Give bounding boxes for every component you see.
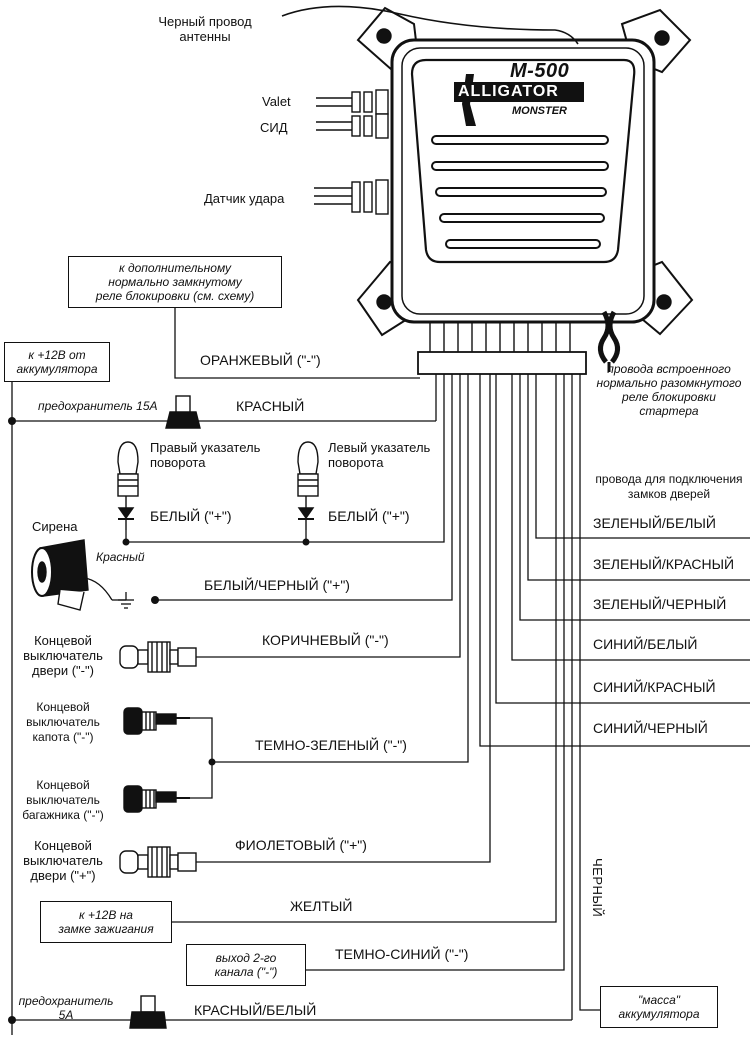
wire-dark-blue: ТЕМНО-СИНИЙ ("-"): [335, 946, 469, 962]
siren: [31, 539, 113, 611]
starter-relay-note: провода встроенного нормально разомкнуто…: [596, 362, 742, 418]
fuse-5a: [129, 995, 167, 1029]
logo-model: M-500: [510, 60, 570, 82]
battery-12v-box: к +12В от аккумулятора: [4, 342, 110, 382]
wire-blue-red: СИНИЙ/КРАСНЫЙ: [593, 679, 716, 695]
wire-red: КРАСНЫЙ: [236, 398, 305, 414]
hood-switch-label: Концевой выключатель капота ("-"): [26, 700, 100, 744]
valet-label: Valet: [262, 94, 291, 109]
wire-white-1: БЕЛЫЙ ("+"): [150, 508, 232, 524]
fuse-15a-label: предохранитель 15А: [38, 399, 158, 413]
bulb-right: [117, 441, 139, 530]
door-switch-minus: [119, 641, 197, 673]
wire-orange: ОРАНЖЕВЫЙ ("-"): [200, 352, 321, 368]
bulb-left: [297, 441, 319, 530]
led-label: СИД: [260, 120, 288, 135]
wires: [11, 306, 750, 1035]
wire-dark-green: ТЕМНО-ЗЕЛЕНЫЙ ("-"): [255, 737, 407, 753]
wire-black: ЧЕРНЫЙ: [590, 858, 605, 918]
fuse-15a: [165, 395, 201, 429]
alarm-module: [356, 6, 694, 337]
logo-series: MONSTER: [512, 105, 567, 117]
wire-white-2: БЕЛЫЙ ("+"): [328, 508, 410, 524]
door-switch-plus-label: Концевой выключатель двери ("+"): [23, 838, 103, 883]
wire-white-black: БЕЛЫЙ/ЧЕРНЫЙ ("+"): [204, 577, 350, 593]
fuse-5a-label: предохранитель 5А: [18, 994, 114, 1022]
door-switch-plus: [119, 846, 197, 878]
wire-blue-black: СИНИЙ/ЧЕРНЫЙ: [593, 720, 708, 736]
wire-green-red: ЗЕЛЕНЫЙ/КРАСНЫЙ: [593, 556, 735, 572]
trunk-switch-label: Концевой выключатель багажника ("-"): [22, 778, 104, 822]
junctions: [8, 417, 310, 1024]
ground-box: "масса" аккумулятора: [600, 986, 718, 1028]
door-locks-note: провода для подключения замков дверей: [595, 472, 743, 501]
door-switch-minus-label: Концевой выключатель двери ("-"): [23, 633, 103, 678]
channel2-box: выход 2-го канала ("-"): [186, 944, 306, 986]
blocking-relay-box: к дополнительному нормально замкнутому р…: [68, 256, 282, 308]
siren-label: Сирена: [32, 519, 78, 534]
wire-violet: ФИОЛЕТОВЫЙ ("+"): [235, 837, 367, 853]
main-connector: [417, 322, 587, 375]
wire-red-white: КРАСНЫЙ/БЕЛЫЙ: [194, 1002, 317, 1018]
shock-sensor-label: Датчик удара: [204, 191, 285, 206]
wire-brown: КОРИЧНЕВЫЙ ("-"): [262, 632, 389, 648]
logo-brand: ALLIGATOR: [458, 83, 559, 100]
trunk-switch: [123, 785, 190, 813]
wire-yellow: ЖЕЛТЫЙ: [290, 898, 353, 914]
antenna-label: Черный провод антенны: [158, 14, 252, 44]
wire-green-white: ЗЕЛЕНЫЙ/БЕЛЫЙ: [593, 515, 716, 531]
ignition-12v-box: к +12В на замке зажигания: [40, 901, 172, 943]
siren-wire-label: Красный: [96, 550, 145, 564]
hood-switch: [123, 707, 190, 735]
wire-green-black: ЗЕЛЕНЫЙ/ЧЕРНЫЙ: [593, 596, 727, 612]
side-connectors: [314, 89, 389, 215]
right-turn-label: Правый указатель поворота: [150, 440, 261, 470]
left-turn-label: Левый указатель поворота: [328, 440, 431, 470]
wire-blue-white: СИНИЙ/БЕЛЫЙ: [593, 636, 698, 652]
